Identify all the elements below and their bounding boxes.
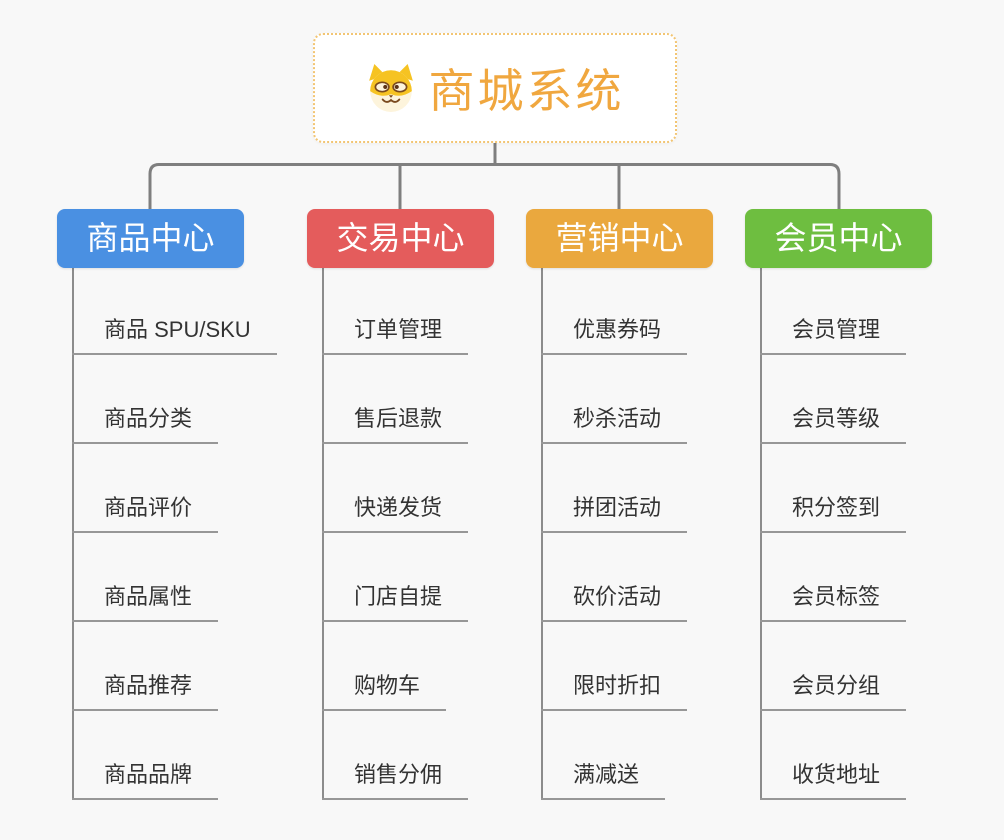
- root-node[interactable]: 商城系统: [313, 33, 677, 143]
- leaf-node-product-recommend[interactable]: 商品推荐: [72, 673, 219, 711]
- leaf-node-shopping-cart[interactable]: 购物车: [322, 673, 447, 711]
- shiba-dog-icon: [366, 63, 416, 113]
- leaf-node-limited-time-discount[interactable]: 限时折扣: [541, 673, 688, 711]
- leaf-node-member-management[interactable]: 会员管理: [760, 317, 907, 355]
- leaf-node-bargain-activity[interactable]: 砍价活动: [541, 584, 688, 622]
- leaf-node-store-pickup[interactable]: 门店自提: [322, 584, 469, 622]
- leaf-node-member-tag[interactable]: 会员标签: [760, 584, 907, 622]
- branch-node-marketing-center[interactable]: 营销中心: [526, 209, 713, 268]
- leaf-node-member-level[interactable]: 会员等级: [760, 406, 907, 444]
- branch-node-product-center[interactable]: 商品中心: [57, 209, 244, 268]
- leaf-node-order-management[interactable]: 订单管理: [322, 317, 469, 355]
- leaf-node-product-review[interactable]: 商品评价: [72, 495, 219, 533]
- leaf-node-flash-sale[interactable]: 秒杀活动: [541, 406, 688, 444]
- leaf-node-points-checkin[interactable]: 积分签到: [760, 495, 907, 533]
- leaf-node-product-spu-sku[interactable]: 商品 SPU/SKU: [72, 317, 277, 355]
- leaf-node-product-brand[interactable]: 商品品牌: [72, 762, 219, 800]
- leaf-node-product-category[interactable]: 商品分类: [72, 406, 219, 444]
- leaf-node-full-reduction[interactable]: 满减送: [541, 762, 666, 800]
- leaf-node-member-group[interactable]: 会员分组: [760, 673, 907, 711]
- leaf-node-product-attribute[interactable]: 商品属性: [72, 584, 219, 622]
- leaf-node-express-delivery[interactable]: 快递发货: [322, 495, 469, 533]
- branch-connectors: [148, 143, 841, 209]
- leaf-node-after-sale-refund[interactable]: 售后退款: [322, 406, 469, 444]
- leaf-node-coupon-code[interactable]: 优惠券码: [541, 317, 688, 355]
- root-title: 商城系统: [428, 65, 625, 117]
- branch-node-trade-center[interactable]: 交易中心: [307, 209, 494, 268]
- leaf-node-shipping-address[interactable]: 收货地址: [760, 762, 907, 800]
- spine-line: [148, 163, 841, 209]
- leaf-node-group-buy[interactable]: 拼团活动: [541, 495, 688, 533]
- branch-node-member-center[interactable]: 会员中心: [745, 209, 932, 268]
- leaf-node-sales-commission[interactable]: 销售分佣: [322, 762, 469, 800]
